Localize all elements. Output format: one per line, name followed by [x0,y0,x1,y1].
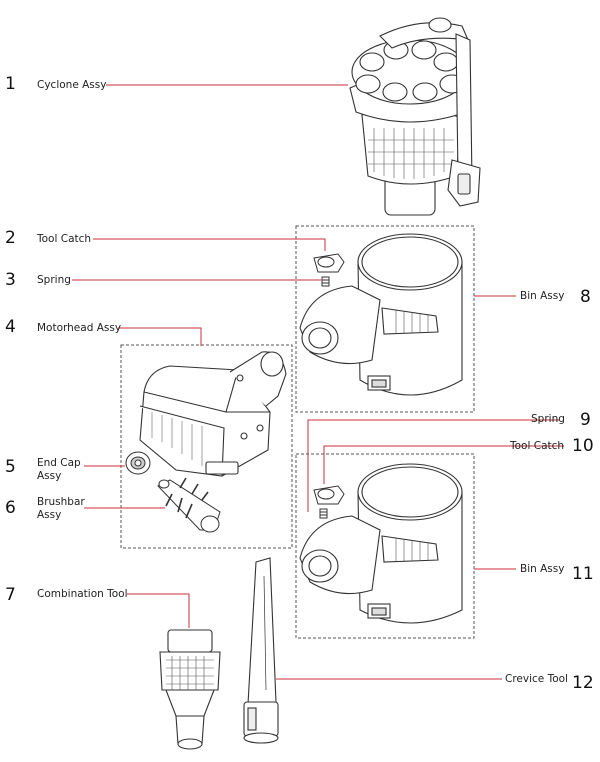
part-number-4: 4 [5,317,16,337]
part-number-8: 8 [580,287,591,307]
part-number-6: 6 [5,498,16,518]
part-number-5: 5 [5,457,16,477]
leader-4 [118,327,202,346]
part-label-spring-9: Spring [531,413,565,425]
brushbar-illustration [157,477,221,533]
leader-7 [127,593,190,628]
leader-2 [93,238,326,251]
part-number-7: 7 [5,585,16,605]
part-label-bin-assy-11: Bin Assy [520,563,565,575]
motorhead-illustration [139,351,287,477]
part-number-12: 12 [572,673,594,693]
part-number-10: 10 [572,436,594,456]
motorhead-group-box [120,344,293,549]
combination-tool-illustration [159,629,221,750]
tool-catch-illustration [313,485,345,505]
bin-assy-illustration [299,233,463,396]
bin-assy-8-group-box [295,225,475,413]
tool-catch-illustration [313,253,345,273]
part-label-cyclone-assy: Cyclone Assy [37,79,107,91]
part-number-9: 9 [580,410,591,430]
part-label-crevice-tool: Crevice Tool [505,673,568,685]
part-number-1: 1 [5,74,16,94]
part-label-tool-catch: Tool Catch [37,233,92,245]
part-label-brushbar-line2: Assy [37,509,62,521]
bin-assy-illustration [299,463,463,624]
part-label-combination-tool: Combination Tool [37,588,128,600]
cyclone-assy-illustration [349,17,481,216]
crevice-tool-illustration [243,557,279,744]
leader-9 [307,419,560,512]
part-label-spring: Spring [37,274,71,286]
bin-assy-11-group-box [295,453,475,639]
part-label-bin-assy-8: Bin Assy [520,290,565,302]
spring-illustration [319,508,328,519]
end-cap-illustration [125,451,151,475]
part-label-end-cap-line2: Assy [37,470,62,482]
leader-10 [323,445,564,484]
part-number-11: 11 [572,564,594,584]
part-number-2: 2 [5,228,16,248]
part-label-end-cap-line1: End Cap [37,457,81,469]
part-number-3: 3 [5,270,16,290]
part-label-brushbar-line1: Brushbar [37,496,85,508]
spring-illustration [321,276,330,287]
part-label-motorhead-assy: Motorhead Assy [37,322,122,334]
part-label-tool-catch-10: Tool Catch [510,440,565,452]
